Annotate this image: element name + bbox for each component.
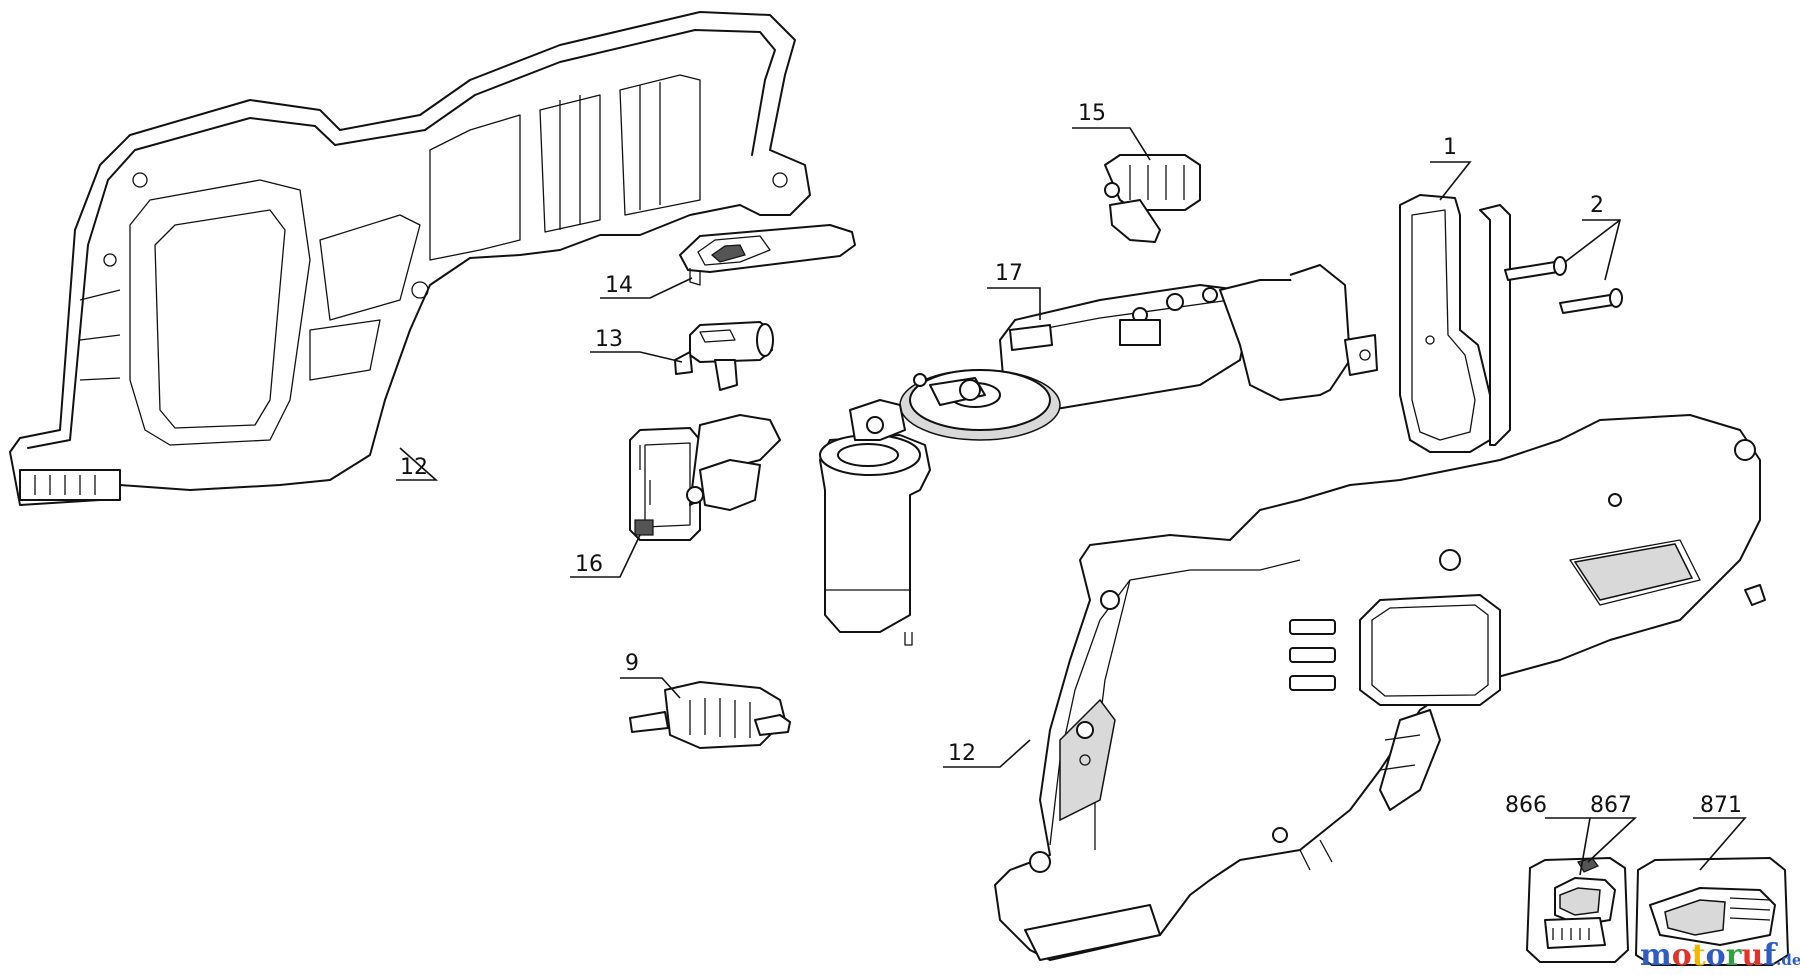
wm-letter-2: t bbox=[1692, 938, 1706, 973]
part-871-charger bbox=[1635, 857, 1789, 966]
vent-grill bbox=[1573, 543, 1694, 601]
callout-1: 1 bbox=[1443, 135, 1457, 160]
part-13-lock-button bbox=[674, 321, 774, 391]
wm-letter-5: u bbox=[1741, 938, 1763, 973]
wm-letter-6: f bbox=[1763, 938, 1778, 973]
wm-letter-4: r bbox=[1726, 938, 1743, 973]
part-14-cover bbox=[679, 224, 856, 286]
callout-866: 866 bbox=[1505, 793, 1547, 818]
part-2-screws bbox=[1504, 256, 1623, 314]
callout-2: 2 bbox=[1590, 193, 1604, 218]
part-16-trigger-switch bbox=[629, 414, 781, 541]
wm-letter-3: o bbox=[1706, 938, 1726, 973]
leader-lines bbox=[396, 127, 1747, 876]
wm-letter-0: m bbox=[1640, 938, 1672, 973]
callout-9: 9 bbox=[625, 651, 639, 676]
callout-12-right: 12 bbox=[948, 741, 976, 766]
wm-letter-1: o bbox=[1672, 938, 1692, 973]
part-17-drive-assembly bbox=[819, 264, 1378, 646]
part-9-terminal-block bbox=[629, 681, 791, 749]
callout-871: 871 bbox=[1700, 793, 1742, 818]
part-15-lever bbox=[1104, 154, 1201, 243]
callout-13: 13 bbox=[595, 327, 623, 352]
callout-labels: 15 1 2 17 14 13 12 16 9 12 866 867 871 bbox=[400, 101, 1742, 818]
part-12-left-housing bbox=[9, 11, 811, 506]
callout-867: 867 bbox=[1590, 793, 1632, 818]
callout-16: 16 bbox=[575, 552, 603, 577]
wm-suffix: .de bbox=[1776, 951, 1800, 969]
callout-12-left: 12 bbox=[400, 455, 428, 480]
callout-17: 17 bbox=[995, 261, 1023, 286]
part-866-battery bbox=[1526, 857, 1629, 963]
callout-15: 15 bbox=[1078, 101, 1106, 126]
part-1-bracket bbox=[1399, 194, 1511, 453]
svg-text:motoruf.de: motoruf.de bbox=[1640, 938, 1800, 973]
motoruf-watermark: motoruf.de bbox=[1640, 938, 1800, 973]
callout-14: 14 bbox=[605, 273, 633, 298]
part-12-right-housing bbox=[994, 414, 1766, 961]
